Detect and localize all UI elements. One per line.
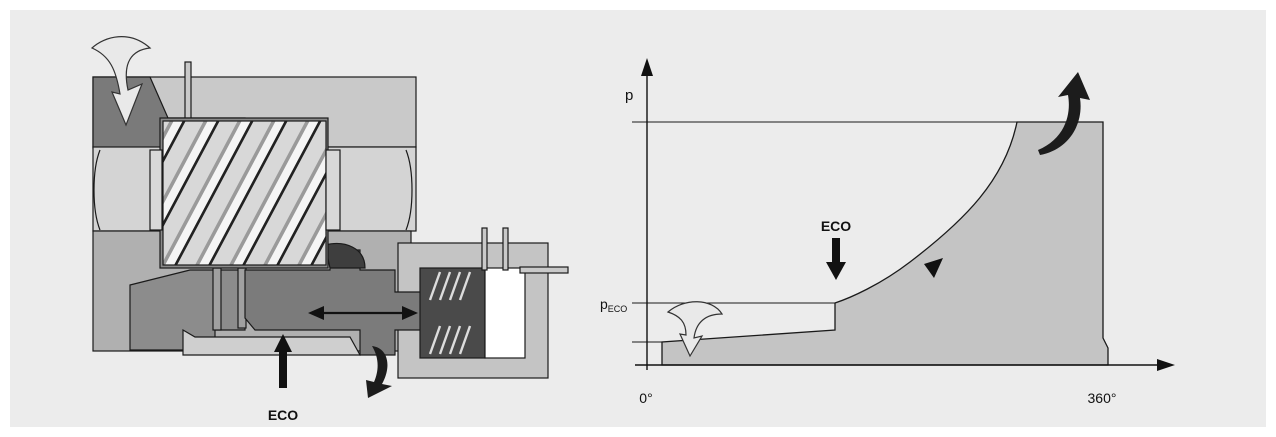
piston-dark <box>419 267 486 359</box>
eco-injection-arrow-icon <box>826 238 846 280</box>
spring-top <box>428 271 472 301</box>
y-axis-label: p <box>625 87 633 104</box>
valve-cap <box>324 243 366 269</box>
eco-label-right: ECO <box>821 218 851 234</box>
eco-inlet-arrow-icon <box>274 334 292 388</box>
eco-label-left: ECO <box>268 407 298 423</box>
curve-direction-arrow-icon <box>924 258 943 278</box>
pressure-curve-area <box>661 121 1109 366</box>
slide-valve-base <box>182 328 362 356</box>
shaft-break-left <box>93 149 101 231</box>
screw-rotor <box>162 120 327 266</box>
x-tick-end: 360° <box>1088 390 1117 406</box>
eco-channel-left <box>212 267 222 331</box>
p-eco-label: pECO <box>600 296 627 314</box>
rotor-hub-left <box>149 149 163 231</box>
x-tick-start: 0° <box>639 390 652 406</box>
pressure-diagram: p pECO ECO 0° 360° <box>600 58 1175 406</box>
control-pipe-2 <box>502 227 509 271</box>
suction-arrow-icon-right <box>666 301 724 358</box>
control-pipe-1 <box>481 227 488 271</box>
screw-compressor-section <box>92 61 569 379</box>
shaft-break-right <box>405 149 413 231</box>
discharge-arrow-icon <box>366 346 392 398</box>
discharge-arrow-icon-right <box>1038 72 1090 155</box>
rotor-hub-right <box>325 149 341 231</box>
slide-movement-arrow-icon <box>308 306 418 320</box>
suction-arrow-icon <box>90 36 152 127</box>
y-axis-arrow-icon <box>641 58 653 76</box>
piston-chamber <box>484 267 526 359</box>
spring-bottom <box>428 325 472 355</box>
control-rod <box>519 266 569 274</box>
x-axis-arrow-icon <box>1157 359 1175 371</box>
top-pipe <box>184 61 192 119</box>
